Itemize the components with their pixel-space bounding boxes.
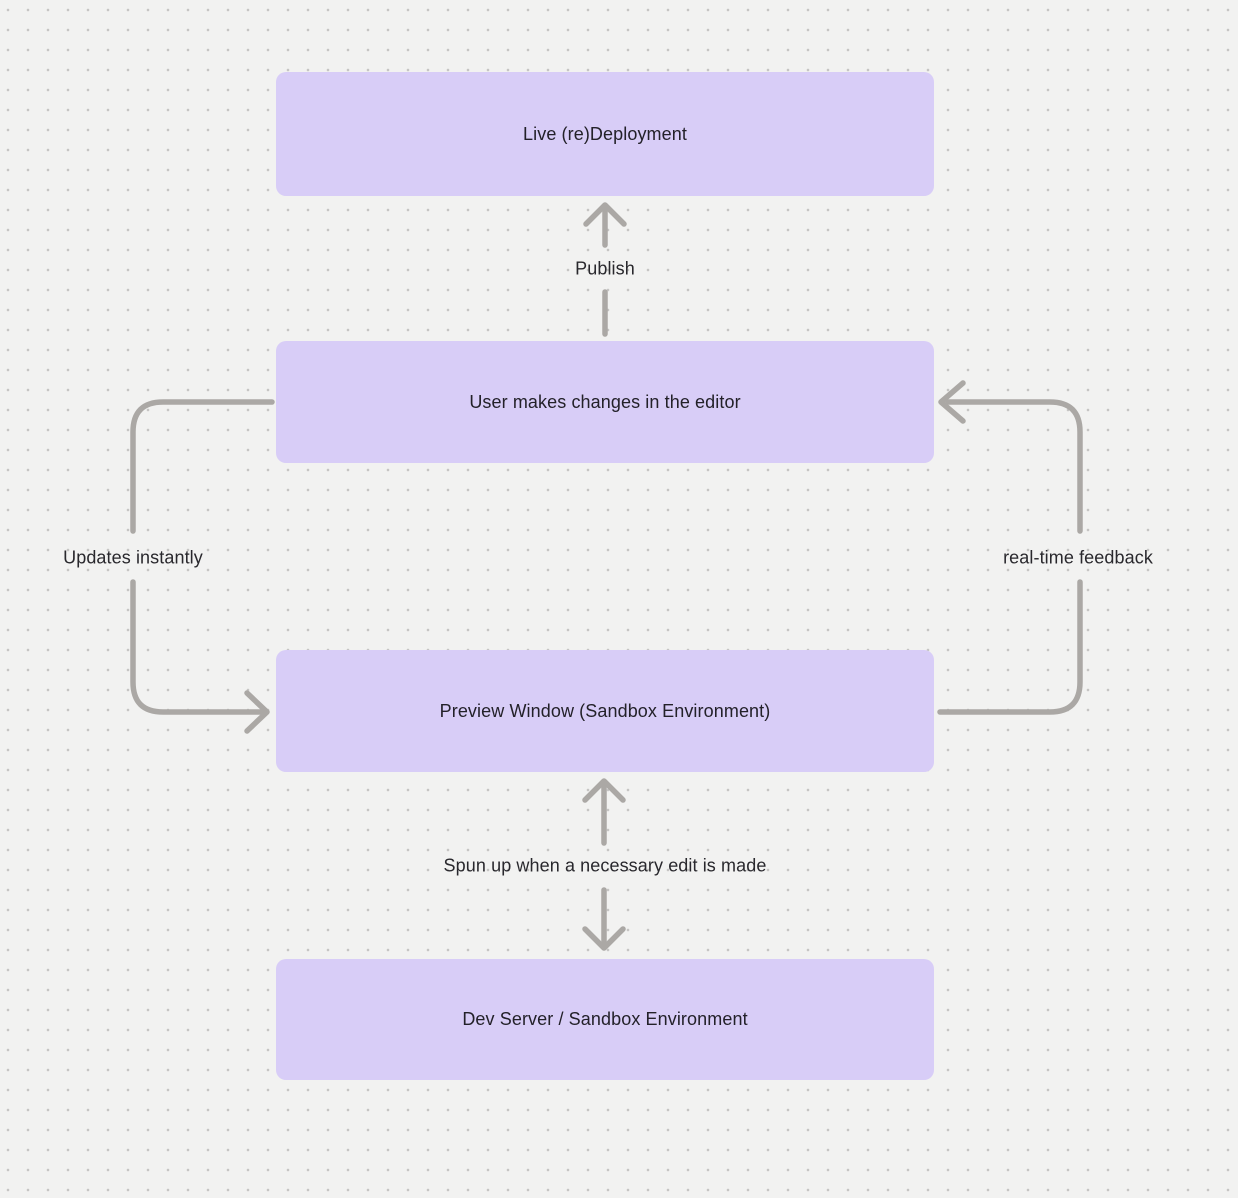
edge-label-realtime-feedback: real-time feedback — [1003, 547, 1153, 568]
feedback-arrowhead-left-icon — [938, 380, 966, 424]
node-dev-server[interactable]: Dev Server / Sandbox Environment — [276, 959, 934, 1080]
spun-up-arrows — [582, 778, 626, 951]
node-preview-window-label: Preview Window (Sandbox Environment) — [439, 700, 771, 721]
spun-up-arrowhead-up-icon — [582, 778, 626, 803]
feedback-connector-upper — [945, 399, 1083, 534]
edge-label-spun-up: Spun up when a necessary edit is made — [443, 855, 767, 876]
feedback-connector-lower — [937, 579, 1083, 715]
publish-arrowhead-up-icon — [583, 202, 627, 227]
edge-label-publish: Publish — [575, 258, 635, 279]
updates-connector-lower — [130, 579, 264, 715]
node-live-redeployment[interactable]: Live (re)Deployment — [276, 72, 934, 196]
node-live-redeployment-label: Live (re)Deployment — [523, 123, 687, 144]
updates-arrowhead-right-icon — [244, 690, 270, 734]
node-dev-server-label: Dev Server / Sandbox Environment — [462, 1009, 748, 1029]
updates-connector-upper — [130, 399, 275, 534]
realtime-feedback-connector — [937, 380, 1083, 715]
edge-label-updates-instantly: Updates instantly — [63, 547, 203, 568]
node-user-editor[interactable]: User makes changes in the editor — [276, 341, 934, 463]
spun-up-arrowhead-down-icon — [582, 926, 626, 951]
updates-instantly-connector — [130, 399, 275, 734]
node-user-editor-label: User makes changes in the editor — [469, 391, 741, 412]
node-preview-window[interactable]: Preview Window (Sandbox Environment) — [276, 650, 934, 772]
publish-arrow — [583, 202, 627, 337]
